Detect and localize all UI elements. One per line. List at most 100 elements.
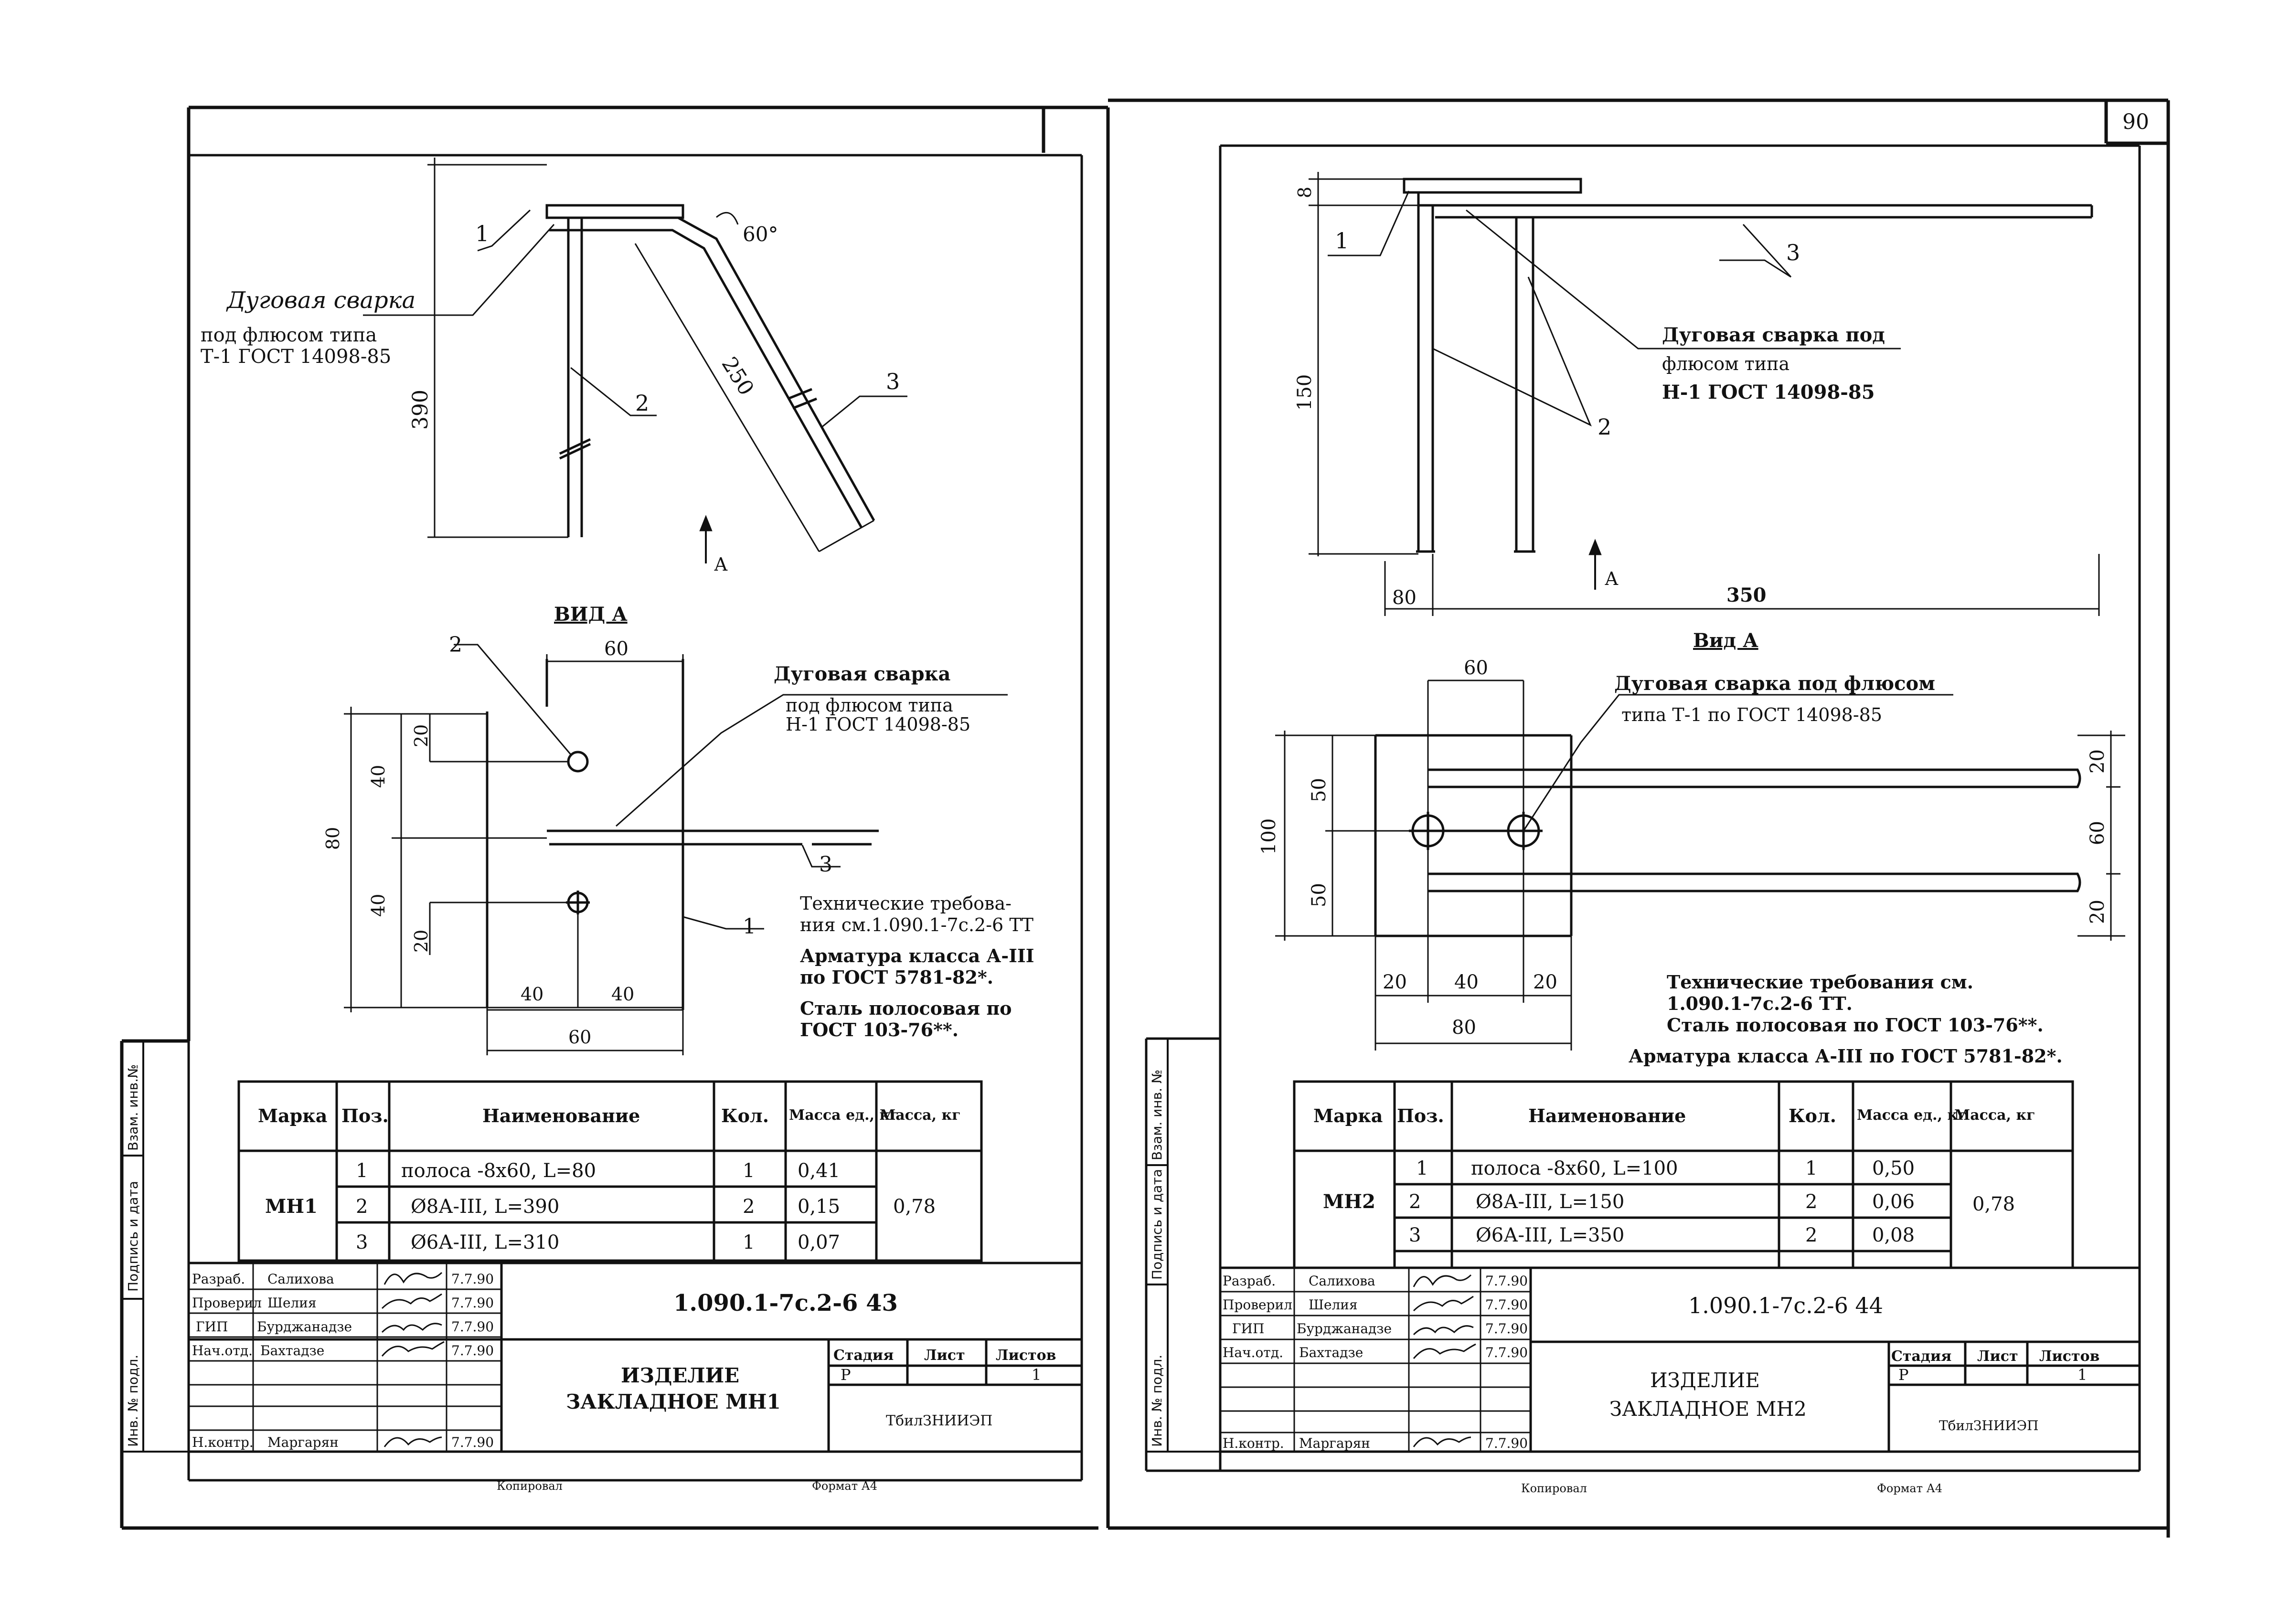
right-weld-note-2: флюсом типа — [1662, 353, 1789, 374]
left-tb-role-3: ГИП — [196, 1319, 228, 1335]
left-view-dim-40b: 40 — [368, 894, 389, 917]
right-pos3-label: 3 — [1786, 240, 1800, 265]
left-note-3: Арматура класса А-III — [800, 945, 1034, 966]
right-mass-total: 0,78 — [1972, 1193, 2015, 1215]
right-stage-value: Р — [1898, 1366, 1909, 1384]
right-tb-name-6: Маргарян — [1299, 1435, 1370, 1451]
right-view-dim-bot-80: 80 — [1452, 1017, 1476, 1039]
right-r3-qty: 2 — [1805, 1224, 1817, 1246]
right-r3-name: Ø6А-III, L=350 — [1476, 1224, 1624, 1246]
right-r2-mass: 0,06 — [1872, 1191, 1915, 1213]
right-tb-name-2: Шелия — [1309, 1297, 1358, 1313]
left-weld-note-2: под флюсом типа — [201, 324, 377, 346]
right-tb-date-4: 7.7.90 — [1485, 1345, 1528, 1360]
right-note-1: Технические требования см. — [1667, 971, 1973, 993]
left-view-dim-20a: 20 — [411, 724, 432, 747]
right-view-dim-bot-20a: 20 — [1383, 971, 1407, 993]
left-tb-date-6: 7.7.90 — [451, 1434, 494, 1450]
right-note-3: Сталь полосовая по ГОСТ 103-76**. — [1667, 1014, 2044, 1036]
right-weld-note-3: Н-1 ГОСТ 14098-85 — [1662, 381, 1875, 403]
right-view-dim-r20a: 20 — [2087, 749, 2109, 774]
right-pos1-label: 1 — [1335, 228, 1349, 254]
left-note-1: Технические требова- — [800, 893, 1012, 914]
left-r1-name: полоса -8х60, L=80 — [401, 1160, 596, 1182]
right-r2-qty: 2 — [1805, 1191, 1817, 1213]
left-view-pos3: 3 — [819, 852, 832, 877]
right-r3-pos: 3 — [1409, 1224, 1421, 1246]
right-footer-format: Формат А4 — [1877, 1482, 1942, 1495]
right-view-dim-50b: 50 — [1308, 883, 1330, 907]
right-notes: Технические требования см. 1.090.1-7с.2-… — [1629, 971, 2063, 1067]
left-tb-date-4: 7.7.90 — [451, 1343, 494, 1359]
left-th-qty: Кол. — [721, 1105, 769, 1126]
right-tb-date-2: 7.7.90 — [1485, 1297, 1528, 1313]
right-view-title: Вид А — [1693, 629, 1758, 652]
left-note-4: по ГОСТ 5781-82*. — [800, 966, 993, 988]
left-th-mass: Масса, кг — [880, 1107, 961, 1124]
right-view-dim-top-60: 60 — [1464, 657, 1488, 679]
right-tb-date-1: 7.7.90 — [1485, 1273, 1528, 1289]
right-dim-350: 350 — [1726, 584, 1767, 606]
left-stage-header: Стадия — [833, 1347, 894, 1364]
left-r2-pos: 2 — [356, 1196, 368, 1218]
right-sheets-value: 1 — [2077, 1366, 2087, 1384]
left-view-dim-top-60: 60 — [604, 638, 628, 660]
left-organization: ТбилЗНИИЭП — [886, 1412, 992, 1429]
left-doc-code: 1.090.1-7с.2-6 43 — [673, 1290, 898, 1316]
right-view-dim-50a: 50 — [1308, 778, 1330, 802]
left-tb-name-1: Салихова — [267, 1271, 334, 1287]
stamp-signature-date: Подпись и дата — [125, 1181, 141, 1292]
right-view-dim-r20b: 20 — [2087, 900, 2109, 924]
left-side-stamp: Инв. № подл. Подпись и дата Взам. инв.№ — [121, 1041, 189, 1453]
left-view-a: ВИД А — [322, 603, 1008, 1055]
left-item-name-1: ИЗДЕЛИЕ — [621, 1364, 739, 1387]
left-pos2-label: 2 — [635, 390, 649, 416]
left-r3-name: Ø6А-III, L=310 — [411, 1231, 559, 1253]
right-pos2-label: 2 — [1598, 414, 1611, 440]
left-th-mass-unit: Масса ед., кг — [789, 1107, 899, 1124]
right-mark-cell: МН2 — [1323, 1190, 1375, 1213]
right-view-weld-2: типа Т-1 по ГОСТ 14098-85 — [1621, 704, 1882, 725]
right-sheet-header: Лист — [1977, 1348, 2018, 1365]
left-view-dim-bot-60: 60 — [568, 1027, 591, 1048]
left-sheet-header: Лист — [924, 1347, 965, 1364]
stamp-inv-orig: Инв. № подл. — [125, 1355, 141, 1447]
left-tb-role-4: Нач.отд. — [192, 1343, 253, 1359]
right-tb-role-2: Проверил — [1223, 1297, 1292, 1313]
right-dim-80: 80 — [1392, 587, 1417, 609]
left-tb-name-4: Бахтадзе — [260, 1343, 324, 1359]
right-note-2: 1.090.1-7с.2-6 ТТ. — [1667, 993, 1853, 1014]
right-organization: ТбилЗНИИЭП — [1939, 1418, 2039, 1433]
left-signatures — [381, 1272, 445, 1447]
left-th-name: Наименование — [482, 1105, 640, 1126]
right-view-dim-bot-20b: 20 — [1533, 971, 1557, 993]
left-tb-date-1: 7.7.90 — [451, 1271, 494, 1287]
left-item-name-2: ЗАКЛАДНОЕ МН1 — [566, 1390, 781, 1413]
left-dim-390: 390 — [408, 390, 433, 430]
right-th-mark: Марка — [1313, 1105, 1383, 1126]
left-tb-date-2: 7.7.90 — [451, 1295, 494, 1311]
right-side-stamp: Инв. № подл. Подпись и дата Взам. инв. № — [1146, 1039, 1220, 1453]
left-pos3-label: 3 — [886, 369, 900, 394]
left-title-block: Разраб. Проверил ГИП Нач.отд. Н.контр. С… — [189, 1262, 1082, 1493]
left-view-title: ВИД А — [554, 603, 628, 626]
left-main-view: 1 2 3 60° 390 250 А Дуговая сварка под ф… — [201, 158, 907, 575]
right-r1-name: полоса -8х60, L=100 — [1471, 1157, 1678, 1179]
right-main-view: 1 2 3 8 150 80 350 А Дуговая сварка под … — [1294, 172, 2100, 616]
left-r2-qty: 2 — [743, 1196, 755, 1218]
right-th-name: Наименование — [1528, 1105, 1686, 1126]
stamp-replaced-inv: Взам. инв.№ — [125, 1064, 141, 1151]
right-view-a: Вид А — [1258, 629, 2125, 1051]
left-tb-role-2: Проверил — [192, 1295, 262, 1311]
right-dim-8: 8 — [1294, 187, 1315, 198]
left-weld-note-1: Дуговая сварка — [226, 287, 415, 314]
left-view-weld-2: под флюсом типа — [786, 695, 953, 716]
right-view-dim-100: 100 — [1258, 818, 1280, 855]
left-view-weld-1: Дуговая сварка — [774, 663, 950, 685]
left-notes: Технические требова- ния см.1.090.1-7с.2… — [800, 893, 1034, 1040]
right-tb-date-3: 7.7.90 — [1485, 1321, 1528, 1337]
left-view-pos2: 2 — [449, 633, 462, 657]
left-r2-name: Ø8А-III, L=390 — [411, 1196, 559, 1218]
right-tb-name-3: Бурджанадзе — [1297, 1321, 1392, 1337]
